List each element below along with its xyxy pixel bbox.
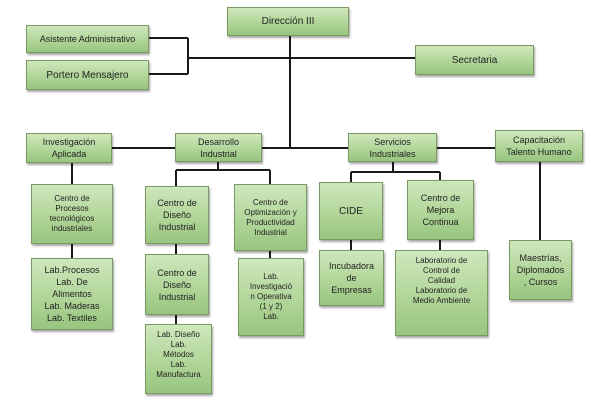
labs-diseno-box: Lab. Diseño Lab. Métodos Lab. Manufactur… bbox=[145, 324, 212, 394]
portero-mensajero-box: Portero Mensajero bbox=[26, 60, 149, 90]
direccion-label: Dirección III bbox=[261, 16, 315, 27]
desarrollo-industrial-label: Desarrollo Industrial bbox=[197, 136, 239, 159]
centro-diseno-industrial-label-1: Centro de Diseño Industrial bbox=[157, 198, 197, 232]
asistente-administrativo-label: Asistente Administrativo bbox=[39, 34, 136, 44]
servicios-industriales-label: Servicios Industriales bbox=[369, 136, 416, 159]
centro-mejora-continua-box: Centro de Mejora Continua bbox=[407, 180, 474, 240]
centro-procesos-box: Centro de Procesos tecnológicos industri… bbox=[31, 184, 113, 244]
capacitacion-talento-humano-label: Capacitación Talento Humano bbox=[506, 135, 572, 157]
capacitacion-items-box: Maestrías, Diplomados , Cursos bbox=[509, 240, 572, 300]
desarrollo-industrial-box: Desarrollo Industrial bbox=[175, 133, 262, 162]
direccion-box: Dirección III bbox=[227, 7, 349, 36]
cide-label: CIDE bbox=[339, 205, 363, 217]
investigacion-aplicada-box: Investigación Aplicada bbox=[26, 133, 112, 163]
centro-diseno-industrial-label-2: Centro de Diseño Industrial bbox=[157, 267, 197, 302]
labs-investigacion-box: Lab.Procesos Lab. De Alimentos Lab. Made… bbox=[31, 258, 113, 330]
centro-diseno-industrial-box-2: Centro de Diseño Industrial bbox=[145, 254, 209, 315]
incubadora-empresas-box: Incubadora de Empresas bbox=[319, 250, 384, 306]
secretaria-box: Secretaria bbox=[415, 45, 534, 75]
secretaria-label: Secretaria bbox=[451, 54, 498, 66]
lab-control-calidad-label: Laboratorio de Control de Calidad Labora… bbox=[412, 256, 471, 305]
portero-mensajero-label: Portero Mensajero bbox=[46, 69, 129, 81]
lab-control-calidad-box: Laboratorio de Control de Calidad Labora… bbox=[395, 250, 488, 336]
centro-mejora-continua-label: Centro de Mejora Continua bbox=[420, 193, 461, 227]
capacitacion-items-label: Maestrías, Diplomados , Cursos bbox=[516, 253, 565, 287]
centro-procesos-label: Centro de Procesos tecnológicos industri… bbox=[49, 194, 95, 233]
labs-investigacion-label: Lab.Procesos Lab. De Alimentos Lab. Made… bbox=[44, 265, 100, 323]
lab-investigacion-operativa-label: Lab. Investigació n Operativa (1 y 2) La… bbox=[249, 272, 293, 321]
capacitacion-talento-humano-box: Capacitación Talento Humano bbox=[495, 130, 583, 162]
labs-diseno-label: Lab. Diseño Lab. Métodos Lab. Manufactur… bbox=[156, 330, 201, 379]
centro-optimizacion-box: Centro de Optimización y Productividad I… bbox=[234, 184, 307, 251]
centro-optimizacion-label: Centro de Optimización y Productividad I… bbox=[244, 197, 297, 237]
incubadora-empresas-label: Incubadora de Empresas bbox=[328, 261, 375, 295]
centro-diseno-industrial-box-1: Centro de Diseño Industrial bbox=[145, 186, 209, 244]
asistente-administrativo-box: Asistente Administrativo bbox=[26, 25, 149, 53]
investigacion-aplicada-label: Investigación Aplicada bbox=[42, 137, 96, 159]
cide-box: CIDE bbox=[319, 182, 383, 240]
lab-investigacion-operativa-box: Lab. Investigació n Operativa (1 y 2) La… bbox=[238, 258, 304, 336]
servicios-industriales-box: Servicios Industriales bbox=[348, 133, 437, 162]
